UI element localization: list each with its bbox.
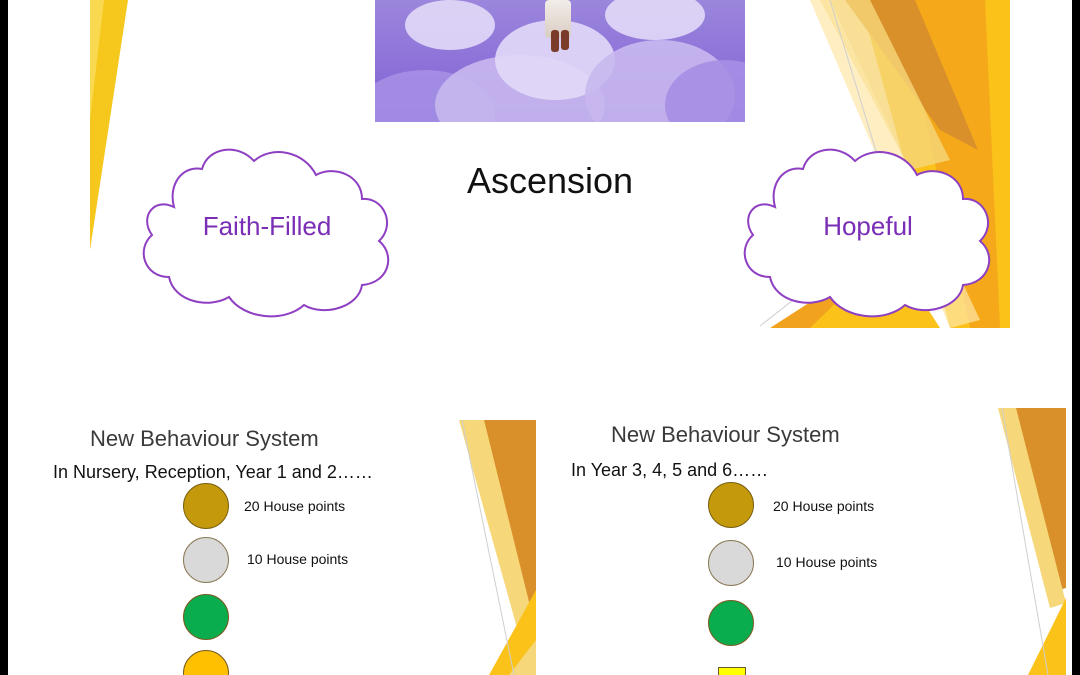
cloud-faith-filled: Faith-Filled xyxy=(134,137,400,323)
amber-level-circle xyxy=(183,650,229,675)
green-level-circle xyxy=(183,594,229,640)
cloud-outline-icon xyxy=(142,148,390,318)
slide-title-ascension: Ascension xyxy=(466,160,634,201)
slide-ascension: Ascension Faith-Filled Hopeful xyxy=(90,0,1010,328)
slide-title: New Behaviour System xyxy=(90,426,319,451)
slide-subtitle: In Nursery, Reception, Year 1 and 2…… xyxy=(53,462,373,482)
frame-left-border xyxy=(0,0,8,675)
gold-level-label: 20 House points xyxy=(244,498,346,514)
slide-behaviour-ks1: New Behaviour System In Nursery, Recepti… xyxy=(44,420,536,675)
slide-accent-shape xyxy=(459,420,536,675)
cloud-label-faith-filled: Faith-Filled xyxy=(202,211,332,241)
gold-level-circle xyxy=(183,483,229,529)
yellow-level-square xyxy=(718,667,746,675)
gold-level-circle xyxy=(708,482,754,528)
slide-title: New Behaviour System xyxy=(611,422,840,447)
silver-level-circle xyxy=(183,537,229,583)
slide-accent-shape xyxy=(998,408,1066,675)
left-accent-shape xyxy=(90,0,128,250)
silver-level-label: 10 House points xyxy=(247,551,349,567)
silver-level-circle xyxy=(708,540,754,586)
slide-subtitle: In Year 3, 4, 5 and 6…… xyxy=(571,460,769,480)
gold-level-label: 20 House points xyxy=(773,498,875,514)
slide-behaviour-ks2: New Behaviour System In Year 3, 4, 5 and… xyxy=(560,408,1066,675)
green-level-circle xyxy=(708,600,754,646)
cloud-hopeful: Hopeful xyxy=(735,137,1001,323)
silver-level-label: 10 House points xyxy=(776,554,878,570)
frame-right-border xyxy=(1072,0,1080,675)
ascension-image xyxy=(375,0,745,122)
cloud-outline-icon xyxy=(743,148,991,318)
cloud-label-hopeful: Hopeful xyxy=(823,211,913,241)
